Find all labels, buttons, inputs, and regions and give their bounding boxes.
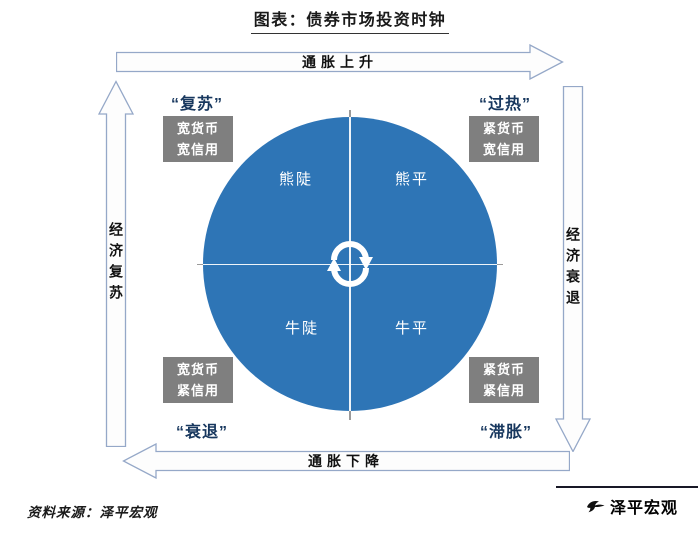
economy-recovery-arrow: 经济复苏 [98,80,134,447]
policy-line: 紧信用 [482,383,525,398]
brand-name: 泽平宏观 [610,500,679,517]
right-arrow-icon [116,44,564,80]
horizontal-divider [203,263,497,265]
policy-line: 紧货币 [482,362,525,377]
inflation-down-label: 通胀下降 [308,453,384,469]
policy-line: 紧信用 [176,383,219,398]
phase-stagflation-label: “滞胀” [479,424,532,441]
policy-box-overheat: 紧货币 宽信用 [469,116,539,162]
policy-line: 宽货币 [176,121,219,136]
policy-line: 紧货币 [482,121,525,136]
up-arrow-icon [98,80,134,447]
economy-recession-label: 经济衰退 [565,227,581,311]
policy-box-stagflation: 紧货币 紧信用 [469,357,539,403]
source-note: 资料来源：泽平宏观 [27,505,158,520]
left-arrow-icon [122,443,570,479]
phase-recovery-label: “复苏” [170,96,223,113]
quadrant-bear-flattener: 熊平 [394,171,429,188]
economy-recovery-label: 经济复苏 [108,221,124,306]
inflation-up-label: 通胀上升 [302,54,378,70]
policy-box-recovery: 宽货币 宽信用 [163,116,233,162]
brand-divider-line [556,486,698,488]
inflation-down-arrow: 通胀下降 [122,443,570,479]
inflation-up-arrow: 通胀上升 [116,44,564,80]
phase-recession-label: “衰退” [175,424,228,441]
policy-line: 宽信用 [482,142,525,157]
quadrant-bear-steepener: 熊陡 [278,171,313,188]
policy-line: 宽货币 [176,362,219,377]
down-arrow-icon [555,86,591,452]
brand-logo: 泽平宏观 [586,494,678,518]
economy-recession-arrow: 经济衰退 [555,86,591,452]
cycle-arrows-icon [324,238,376,290]
quadrant-bull-flattener: 牛平 [394,320,429,337]
figure-title: 图表：债券市场投资时钟 [0,6,700,34]
policy-line: 宽信用 [176,142,219,157]
bird-logo-icon [587,501,605,513]
figure-title-text: 图表：债券市场投资时钟 [250,6,450,34]
quadrant-bull-steepener: 牛陡 [284,320,319,337]
phase-overheat-label: “过热” [478,96,531,113]
policy-box-recession: 宽货币 紧信用 [163,357,233,403]
